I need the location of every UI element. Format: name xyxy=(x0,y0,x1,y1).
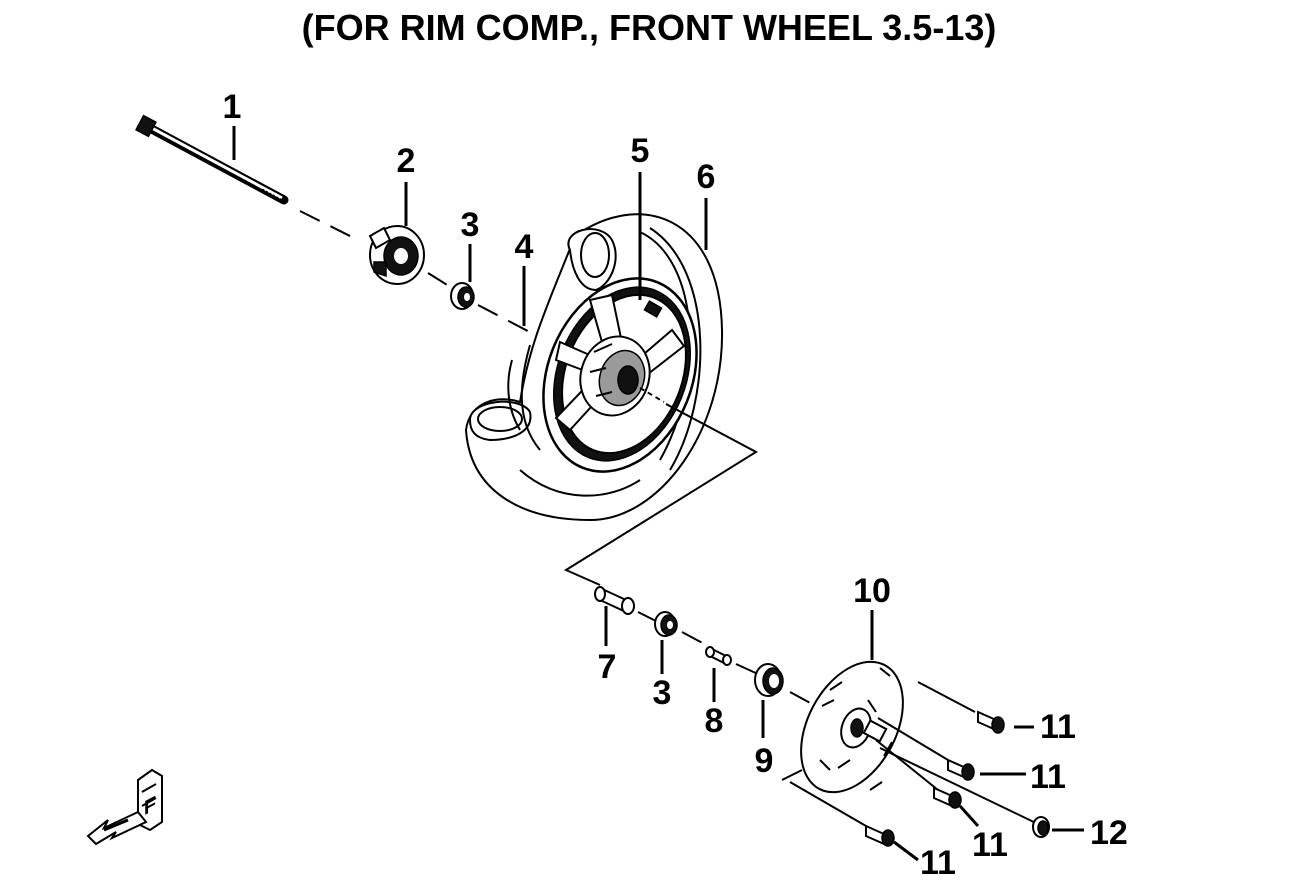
speedometer-gearbox xyxy=(368,225,425,285)
callout-5: 5 xyxy=(631,132,650,170)
callout-3-upper: 3 xyxy=(461,206,480,244)
front-direction-letter: F xyxy=(144,791,156,820)
assembly-connector-line xyxy=(563,403,759,586)
callout-4: 4 xyxy=(515,228,534,266)
callout-9: 9 xyxy=(755,742,774,780)
callout-10: 10 xyxy=(853,572,891,610)
callout-7: 7 xyxy=(598,648,617,686)
callout-3-lower: 3 xyxy=(653,674,672,712)
callout-2: 2 xyxy=(397,142,416,180)
brake-disc xyxy=(800,660,904,794)
callout-1: 1 xyxy=(223,88,242,126)
callout-11-c: 11 xyxy=(972,826,1008,864)
disc-bolt-d xyxy=(865,824,895,847)
callout-11-d: 11 xyxy=(920,844,956,882)
axle-nut xyxy=(1032,816,1050,838)
distance-collar xyxy=(594,586,635,615)
front-direction-arrow-icon xyxy=(86,768,163,846)
callout-11-a: 11 xyxy=(1040,708,1076,746)
callout-8: 8 xyxy=(705,702,724,740)
callout-12: 12 xyxy=(1090,814,1128,852)
callout-6: 6 xyxy=(697,158,716,196)
disc-bolt-a xyxy=(977,710,1005,734)
oil-seal xyxy=(754,663,784,697)
axle-bolt xyxy=(135,114,289,205)
disc-bolt-c xyxy=(933,786,962,809)
callout-11-b: 11 xyxy=(1030,758,1066,796)
spacer xyxy=(705,646,732,666)
wheel-assembly xyxy=(464,213,724,522)
callout-leaders xyxy=(232,126,1084,862)
disc-bolt-b xyxy=(947,758,975,781)
bearing-upper xyxy=(450,282,475,310)
diagram-title: (FOR RIM COMP., FRONT WHEEL 3.5-13) xyxy=(302,7,997,48)
bearing-lower xyxy=(654,611,678,637)
